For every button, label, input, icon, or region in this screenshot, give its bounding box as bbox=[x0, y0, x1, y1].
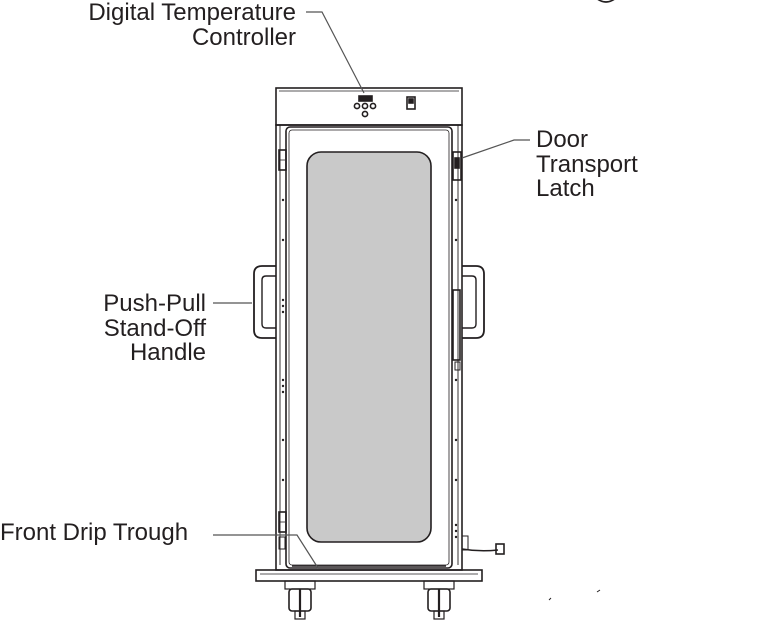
button-icon bbox=[353, 102, 361, 110]
door-transport-latch bbox=[452, 151, 462, 181]
display-screen bbox=[358, 95, 373, 102]
left-push-pull-handle bbox=[253, 265, 276, 339]
stray-mark bbox=[596, 589, 601, 593]
right-push-pull-handle bbox=[462, 265, 485, 339]
label-digital-temperature-controller: Digital Temperature Controller bbox=[88, 0, 296, 51]
lower-hinge bbox=[278, 511, 287, 533]
rail-dots bbox=[281, 198, 458, 539]
door bbox=[285, 126, 453, 569]
cord-plug bbox=[495, 543, 505, 555]
leader-digital-temperature-controller bbox=[306, 11, 365, 94]
label-push-pull-stand-off-handle: Push-Pull Stand-Off Handle bbox=[103, 290, 206, 366]
label-door-transport-latch: Door Transport Latch bbox=[536, 126, 638, 202]
power-switch-toggle bbox=[408, 98, 414, 104]
leader-front-drip-trough bbox=[213, 534, 319, 569]
button-icon bbox=[361, 102, 369, 110]
leader-door-transport-latch bbox=[461, 139, 530, 159]
control-panel bbox=[275, 87, 463, 126]
label-front-drip-trough: Front Drip Trough bbox=[0, 519, 189, 546]
button-icon bbox=[361, 110, 369, 118]
button-icon bbox=[369, 102, 377, 110]
door-window bbox=[306, 151, 432, 543]
right-caster bbox=[423, 580, 455, 620]
power-switch bbox=[406, 96, 416, 110]
upper-hinge bbox=[278, 149, 287, 171]
leader-lines bbox=[213, 11, 530, 569]
stray-mark bbox=[548, 597, 552, 601]
left-caster bbox=[284, 580, 316, 620]
base-bumper bbox=[255, 569, 483, 582]
partial-caster-top-right bbox=[597, 0, 615, 3]
door-latch-bar bbox=[452, 289, 461, 361]
power-cord bbox=[461, 548, 499, 552]
